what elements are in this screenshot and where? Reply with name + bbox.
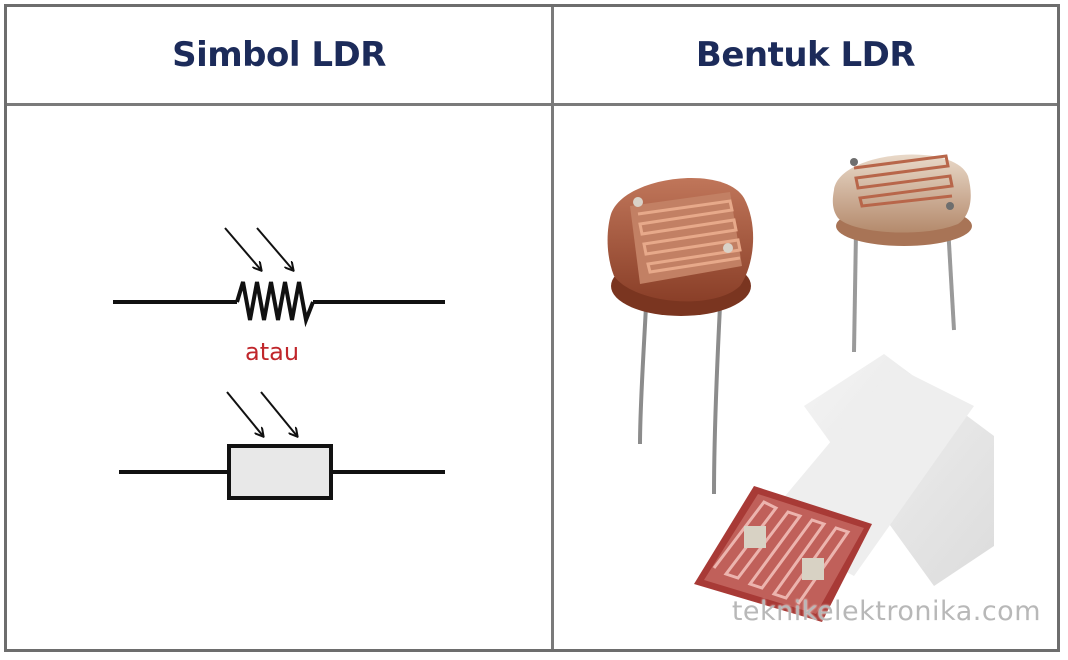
watermark: teknikelektronika.com	[731, 596, 1041, 627]
ldr-rectangle-symbol	[119, 391, 445, 500]
ldr-contact	[802, 558, 824, 580]
separator-atau: atau	[245, 338, 300, 366]
ldr-comparison-table: Simbol LDR Bentuk LDR	[4, 4, 1060, 652]
ldr-photo-illustration	[607, 154, 994, 622]
header-simbol-ldr: Simbol LDR	[172, 35, 386, 75]
light-arrow-icon	[256, 227, 293, 270]
header-divider	[7, 103, 1057, 106]
light-arrow-icon	[226, 391, 263, 436]
light-arrow-icon	[260, 391, 297, 436]
ldr-contact	[850, 158, 858, 166]
ldr-contact	[946, 202, 954, 210]
photo-cell: teknikelektronika.com	[554, 106, 1057, 649]
header-bentuk-ldr: Bentuk LDR	[695, 35, 916, 75]
ldr-component-large	[607, 177, 754, 495]
ldr-zigzag-symbol	[113, 227, 445, 328]
ldr-component-small	[832, 154, 972, 353]
ldr-contact	[633, 197, 643, 207]
ldr-symbols-diagram	[113, 227, 445, 500]
ldr-contact	[723, 243, 733, 253]
ldr-contact	[744, 526, 766, 548]
symbol-cell: atau	[7, 106, 551, 649]
zigzag-resistor	[235, 281, 315, 328]
rect-resistor-body	[227, 444, 333, 500]
light-arrow-icon	[224, 227, 261, 270]
ldr-component-chip	[694, 354, 994, 622]
ldr-track	[853, 154, 954, 208]
ldr-lead	[946, 225, 956, 331]
column-divider	[551, 7, 554, 649]
ldr-lead	[852, 230, 858, 353]
ldr-lead	[638, 305, 648, 445]
ldr-track	[637, 199, 742, 274]
ldr-lead	[712, 305, 722, 495]
